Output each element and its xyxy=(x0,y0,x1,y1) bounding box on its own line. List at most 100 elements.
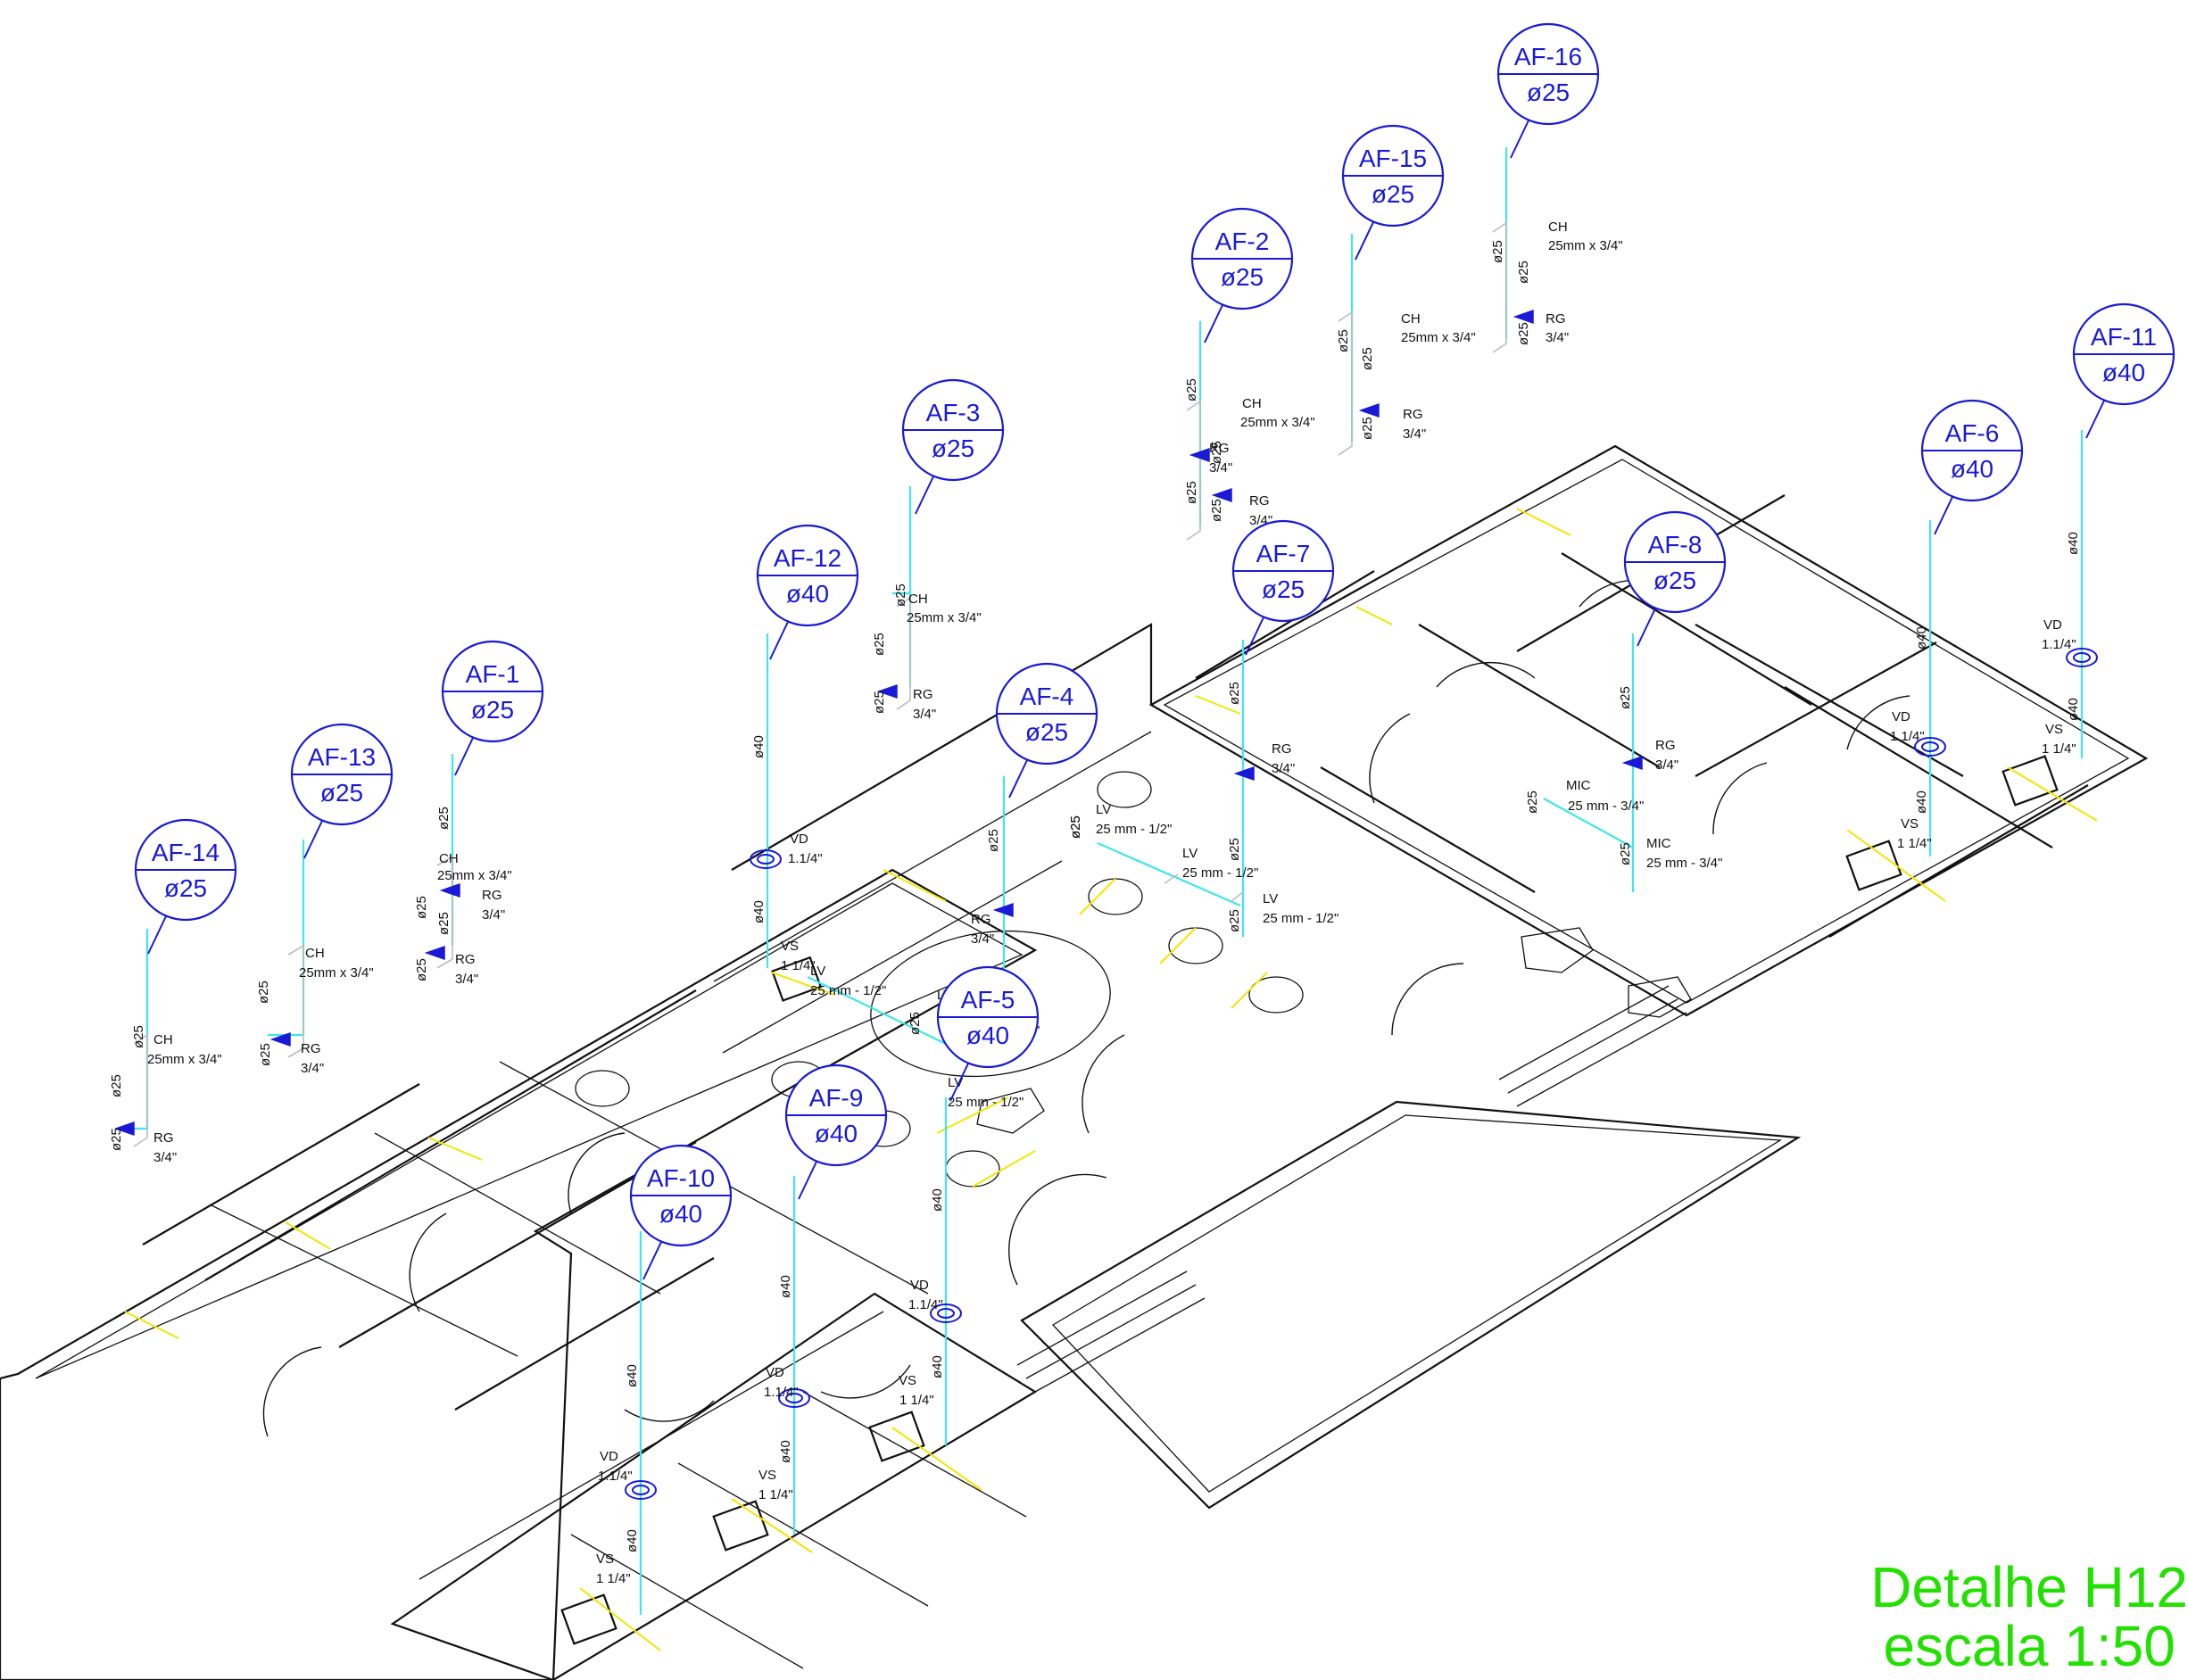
tag-leader-line xyxy=(1355,221,1374,261)
door-swings xyxy=(262,579,1910,1437)
label-rg-size: 3/4" xyxy=(1655,757,1678,773)
label-diam: ø40 xyxy=(2066,698,2081,721)
label-rg: RG xyxy=(1546,311,1566,327)
drains xyxy=(625,648,2098,1500)
tag-leader-line xyxy=(303,820,323,859)
tag-leader-line xyxy=(1934,496,1953,535)
label-vs-size: 1 1/4" xyxy=(2042,741,2076,757)
riser-tag-af-9: AF-9 ø40 xyxy=(784,1063,888,1200)
label-diam: ø25 xyxy=(109,1074,124,1097)
label-vd: VD xyxy=(600,1449,618,1464)
risers xyxy=(129,147,2084,1615)
tag-id: AF-13 xyxy=(308,743,376,771)
label-lv: LV xyxy=(1182,846,1198,861)
label-vs-size: 1 1/4" xyxy=(1897,836,1932,851)
label-lv-size: 25 mm - 1/2" xyxy=(1263,911,1338,926)
label-rg-size: 3/4" xyxy=(482,907,505,923)
label-diam: ø40 xyxy=(751,900,767,923)
tag-diameter: ø40 xyxy=(815,1120,858,1147)
tag-leader-line xyxy=(2085,400,2105,439)
tag-leader-line xyxy=(949,1063,969,1102)
tag-id: AF-11 xyxy=(2091,323,2157,351)
tag-diameter: ø25 xyxy=(1527,79,1570,106)
label-diam: ø25 xyxy=(908,1012,923,1035)
label-rg: RG xyxy=(153,1130,174,1146)
label-diam: ø25 xyxy=(1209,499,1224,522)
label-vd-size: 1.1/4" xyxy=(908,1297,943,1312)
label-ch-size: 25mm x 3/4" xyxy=(437,868,512,883)
label-diam: ø25 xyxy=(131,1025,146,1048)
label-diam: ø25 xyxy=(1209,441,1224,464)
label-lv: LV xyxy=(1263,891,1278,906)
label-vs: VS xyxy=(899,1373,916,1388)
tag-leader-line xyxy=(1637,608,1656,647)
label-diam: ø40 xyxy=(778,1440,793,1463)
label-diam: ø40 xyxy=(930,1355,945,1378)
tag-diameter: ø25 xyxy=(1372,180,1414,208)
tag-leader-line xyxy=(454,737,474,776)
label-diam: ø25 xyxy=(893,583,908,607)
label-diam: ø25 xyxy=(1525,790,1540,814)
label-diam: ø25 xyxy=(109,1128,124,1151)
label-vs: VS xyxy=(758,1468,776,1483)
label-ch-size: 25mm x 3/4" xyxy=(1401,330,1476,345)
tag-id: AF-1 xyxy=(466,660,520,688)
drawing-title-block: Detalhe H12 escala 1:50 xyxy=(1870,1558,2188,1676)
tag-leader-line xyxy=(915,476,934,515)
label-lv-size: 25 mm - 1/2" xyxy=(1096,822,1172,837)
tag-leader-line xyxy=(1008,759,1028,799)
tag-id: AF-7 xyxy=(1256,540,1311,567)
label-rg: RG xyxy=(1272,741,1292,757)
label-vd-size: 1.1/4" xyxy=(598,1469,633,1484)
label-diam: ø25 xyxy=(1227,682,1242,705)
tag-leader-line xyxy=(1204,304,1223,343)
label-rg-size: 3/4" xyxy=(1546,330,1569,345)
fitting-stubs xyxy=(133,221,1507,1147)
label-diam: ø40 xyxy=(625,1529,640,1552)
tag-id: AF-9 xyxy=(809,1084,864,1112)
tag-diameter: ø25 xyxy=(1262,575,1305,603)
tag-leader-line xyxy=(147,915,167,955)
label-diam: ø25 xyxy=(1618,686,1633,709)
label-diam: ø25 xyxy=(436,912,452,935)
label-ch: CH xyxy=(908,592,928,607)
label-vs: VS xyxy=(596,1552,614,1567)
label-rg: RG xyxy=(1209,441,1230,456)
tag-diameter: ø25 xyxy=(932,434,974,462)
label-ch-size: 25mm x 3/4" xyxy=(299,965,374,981)
label-diam: ø25 xyxy=(872,691,887,714)
label-vd: VD xyxy=(2043,617,2062,633)
label-rg: RG xyxy=(1249,493,1270,509)
tag-leader-line xyxy=(798,1161,817,1200)
label-lv: LV xyxy=(1096,802,1111,817)
label-diam: ø25 xyxy=(414,958,429,981)
label-ch-size: 25mm x 3/4" xyxy=(1548,238,1623,253)
label-ch-size: 25mm x 3/4" xyxy=(147,1052,222,1067)
tag-diameter: ø25 xyxy=(164,874,207,902)
label-diam: ø25 xyxy=(1068,815,1083,839)
tag-diameter: ø40 xyxy=(786,580,829,608)
tag-id: AF-15 xyxy=(1359,145,1427,172)
tag-leader-line xyxy=(1510,120,1529,159)
label-diam: ø25 xyxy=(256,981,271,1004)
label-rg-size: 3/4" xyxy=(1403,426,1426,442)
label-vd-size: 1.1/4" xyxy=(764,1385,799,1400)
label-ch: CH xyxy=(305,946,325,961)
floor-pipes xyxy=(124,508,2098,1651)
riser-tags: AF-14ø25AF-13ø25AF-1ø25AF-12ø40AF-3ø25AF… xyxy=(134,22,2176,1280)
label-ch: CH xyxy=(153,1032,173,1047)
label-diam: ø25 xyxy=(436,807,452,830)
label-rg: RG xyxy=(301,1041,321,1056)
tag-leader-line xyxy=(1245,617,1264,656)
tag-diameter: ø25 xyxy=(1025,718,1068,746)
label-diam: ø25 xyxy=(1184,481,1199,504)
